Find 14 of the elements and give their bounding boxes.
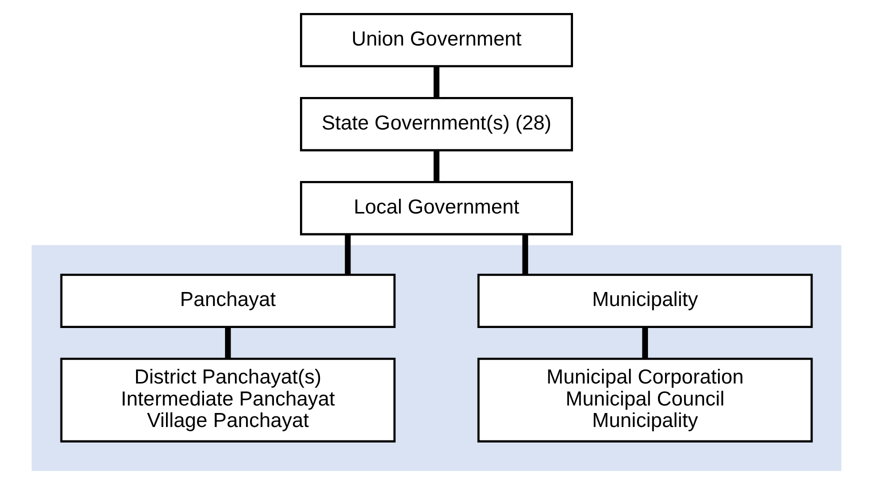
- node-box: Union Government: [300, 12, 574, 68]
- node-box: Municipality: [477, 274, 813, 328]
- connector: [225, 327, 231, 358]
- node-box: Local Government: [300, 181, 574, 236]
- node-box: Panchayat: [60, 274, 396, 328]
- connector: [344, 234, 351, 274]
- connector: [434, 66, 440, 98]
- connector: [522, 234, 528, 274]
- node-box: State Government(s) (28): [300, 97, 574, 152]
- cluster: [32, 245, 842, 472]
- connector: [434, 150, 440, 182]
- node-box: District Panchayat(s) Intermediate Panchayat Village Panchayat: [60, 358, 396, 442]
- connector: [642, 327, 648, 358]
- node-box: Municipal Corporation Municipal Council Municipality: [477, 358, 813, 442]
